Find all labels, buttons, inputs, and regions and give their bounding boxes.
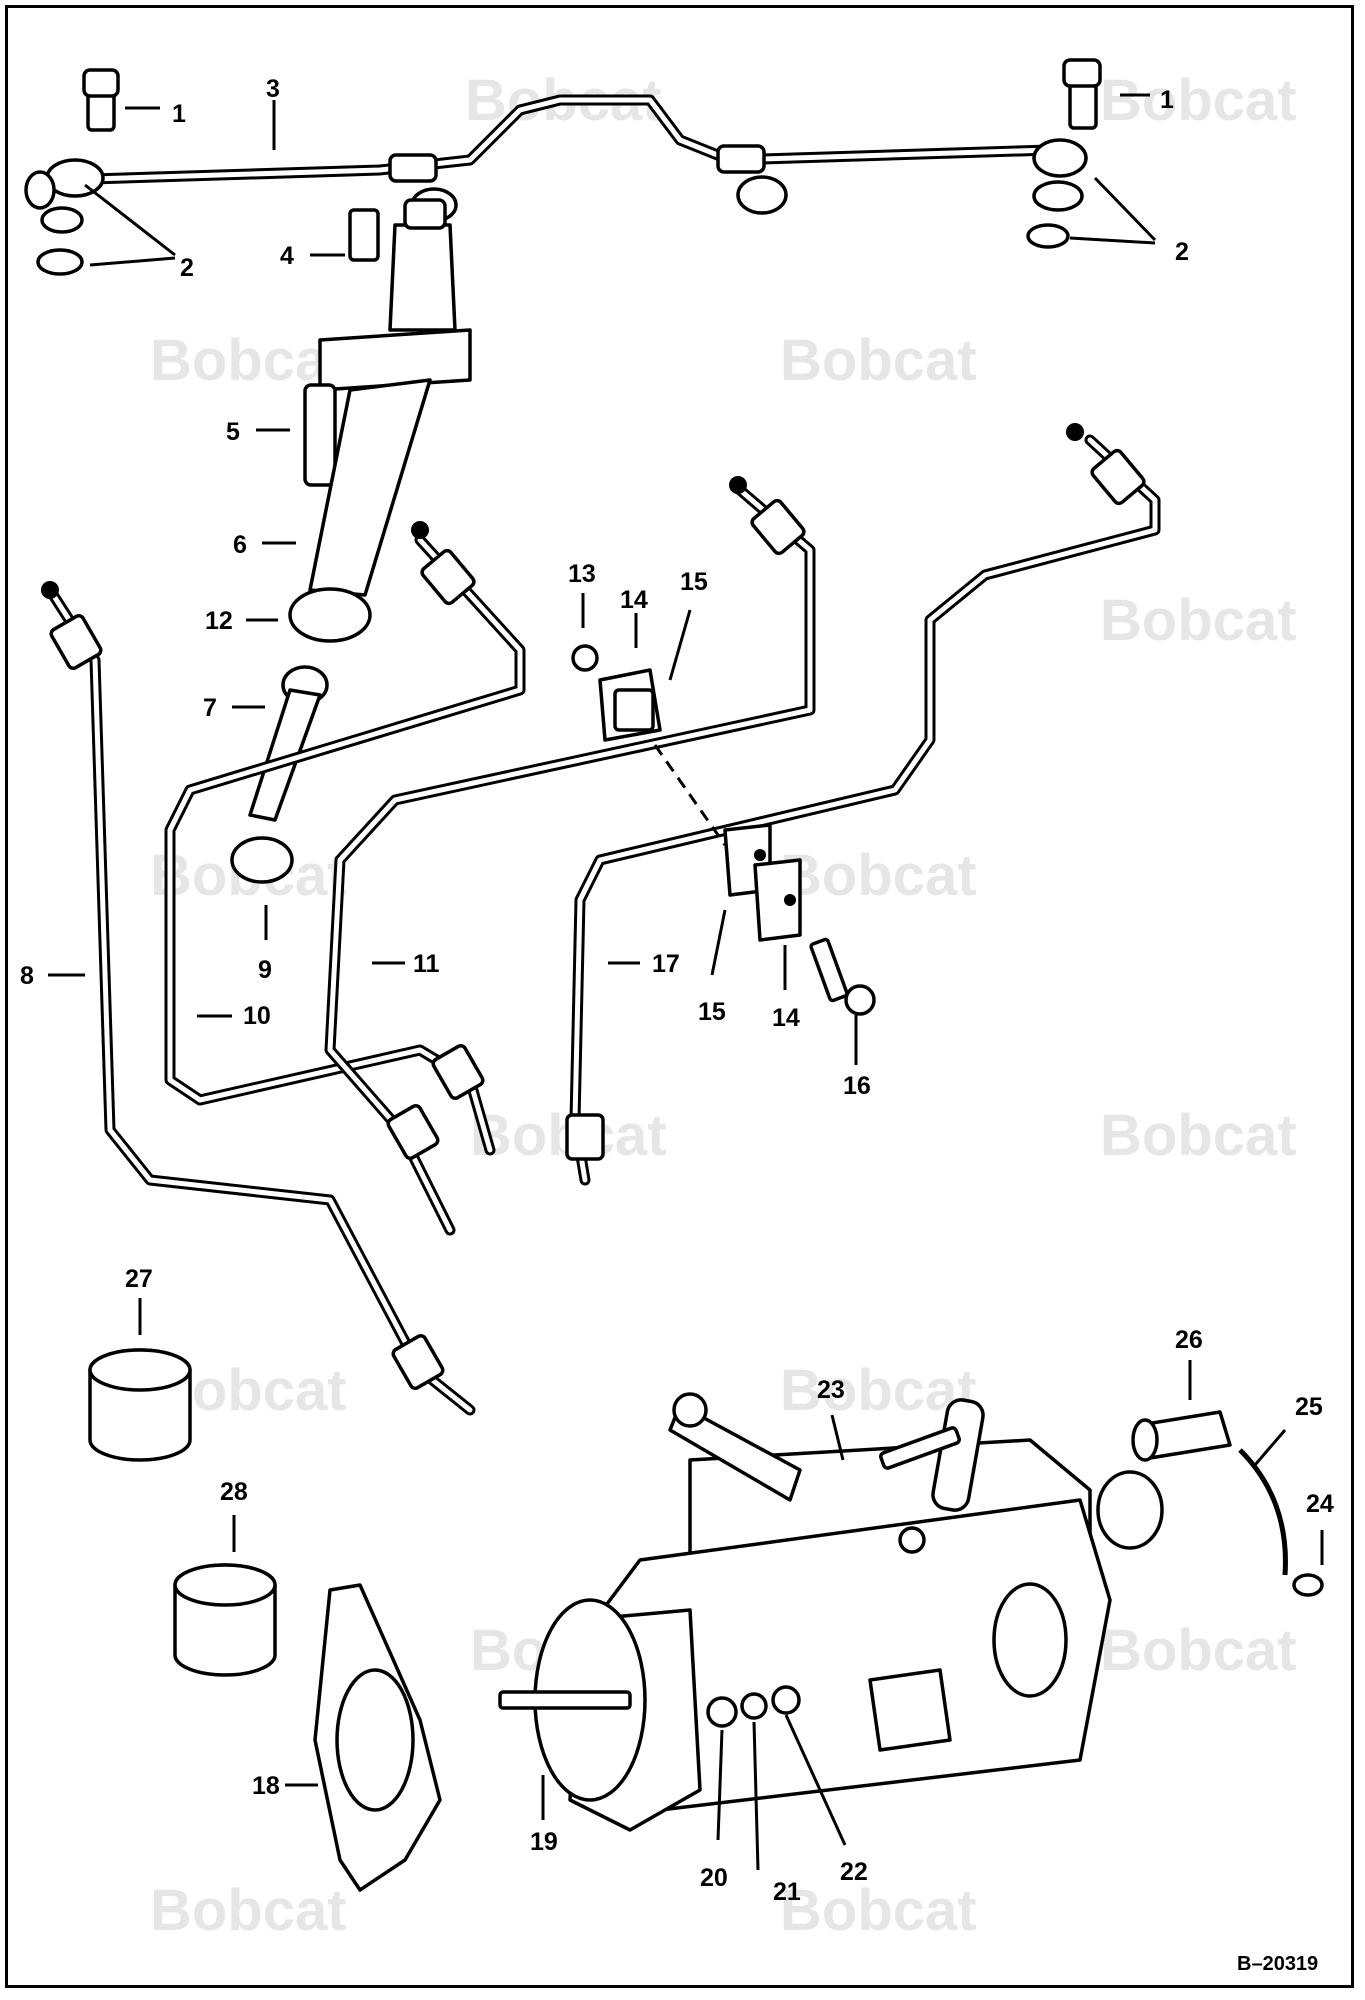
watermark-text: Bobcat bbox=[780, 1358, 977, 1423]
callout-9: 9 bbox=[258, 956, 272, 984]
nut-22 bbox=[771, 1685, 801, 1715]
callout-4: 4 bbox=[280, 242, 294, 270]
callout-2: 2 bbox=[180, 254, 194, 282]
left-washer bbox=[36, 248, 84, 276]
washer-20 bbox=[706, 1696, 738, 1728]
nut bbox=[348, 208, 380, 262]
callout-15: 15 bbox=[698, 998, 726, 1026]
injection-pump bbox=[498, 1392, 1324, 1832]
injector-clamp bbox=[318, 328, 472, 392]
callout-20: 20 bbox=[700, 1864, 728, 1892]
watermark-text: Bobcat bbox=[780, 1878, 977, 1943]
callout-18: 18 bbox=[252, 1772, 280, 1800]
outlet-fitting bbox=[1096, 1470, 1164, 1550]
callout-8: 8 bbox=[20, 962, 34, 990]
callout-24: 24 bbox=[1306, 1490, 1334, 1518]
callout-10: 10 bbox=[243, 1002, 271, 1030]
left-washer bbox=[40, 206, 84, 234]
injector-assembly bbox=[230, 198, 472, 884]
leader-lines bbox=[48, 93, 1324, 1871]
callout-27: 27 bbox=[125, 1265, 153, 1293]
watermark-text: Bobcat bbox=[150, 1878, 347, 1943]
callout-1: 1 bbox=[1160, 86, 1174, 114]
callout-12: 12 bbox=[205, 607, 233, 635]
copper-washer bbox=[288, 587, 372, 643]
watermark-text: Bobcat bbox=[780, 328, 977, 393]
right-washer bbox=[1032, 180, 1084, 212]
pipe-clamp-assembly bbox=[571, 644, 876, 1016]
sealing-washer bbox=[230, 836, 294, 884]
tee-fitting bbox=[388, 153, 438, 183]
injector-body bbox=[388, 223, 457, 332]
callout-1: 1 bbox=[172, 100, 186, 128]
injector-nozzle-holder bbox=[308, 378, 432, 597]
watermark-text: Bobcat bbox=[780, 843, 977, 908]
right-banjo-fitting bbox=[1032, 138, 1088, 178]
leak-off-line-assembly bbox=[24, 58, 1102, 276]
callout-3: 3 bbox=[266, 75, 280, 103]
callout-14: 14 bbox=[772, 1004, 800, 1032]
callout-21: 21 bbox=[773, 1878, 801, 1906]
watermark-text: Bobcat bbox=[1100, 588, 1297, 653]
gasket bbox=[313, 1583, 442, 1892]
callout-14: 14 bbox=[620, 586, 648, 614]
watermark-text: Bobcat bbox=[1100, 1103, 1297, 1168]
callout-11: 11 bbox=[413, 950, 440, 978]
callout-15: 15 bbox=[680, 568, 708, 596]
callout-23: 23 bbox=[817, 1376, 845, 1404]
drawing-reference: B–20319 bbox=[1237, 1953, 1318, 1975]
injection-pipes bbox=[41, 423, 1161, 1416]
tee-fitting bbox=[716, 144, 766, 174]
cap-24 bbox=[1292, 1573, 1324, 1597]
washer-21 bbox=[740, 1692, 768, 1720]
throttle-lever bbox=[668, 1403, 802, 1502]
clamp-bolt bbox=[809, 937, 849, 1003]
bushings bbox=[88, 1348, 277, 1677]
callouts: 1 1 2 2 3 4 5 6 7 8 9 10 11 12 13 14 14 … bbox=[20, 75, 1334, 1906]
callout-25: 25 bbox=[1295, 1393, 1323, 1421]
callout-13: 13 bbox=[568, 560, 596, 588]
stud bbox=[303, 383, 337, 487]
callout-6: 6 bbox=[233, 531, 247, 559]
callout-17: 17 bbox=[652, 950, 680, 978]
callout-5: 5 bbox=[226, 418, 240, 446]
callout-19: 19 bbox=[530, 1828, 558, 1856]
callout-28: 28 bbox=[220, 1478, 248, 1506]
end-cap bbox=[992, 1582, 1068, 1698]
return-hose bbox=[1238, 1448, 1288, 1576]
clamp-nut bbox=[571, 644, 599, 672]
drive-stud bbox=[498, 1690, 632, 1710]
watermark-text: Bobcat bbox=[150, 328, 347, 393]
callout-22: 22 bbox=[840, 1858, 868, 1886]
callout-26: 26 bbox=[1175, 1326, 1203, 1354]
callout-7: 7 bbox=[203, 694, 217, 722]
right-washer bbox=[1026, 223, 1070, 249]
stop-lever bbox=[931, 1398, 985, 1512]
callout-2: 2 bbox=[1175, 238, 1189, 266]
watermark-text: Bobcat bbox=[1100, 68, 1297, 133]
governor-housing bbox=[868, 1668, 952, 1752]
callout-16: 16 bbox=[843, 1072, 871, 1100]
watermark-text: Bobcat bbox=[1100, 1618, 1297, 1683]
